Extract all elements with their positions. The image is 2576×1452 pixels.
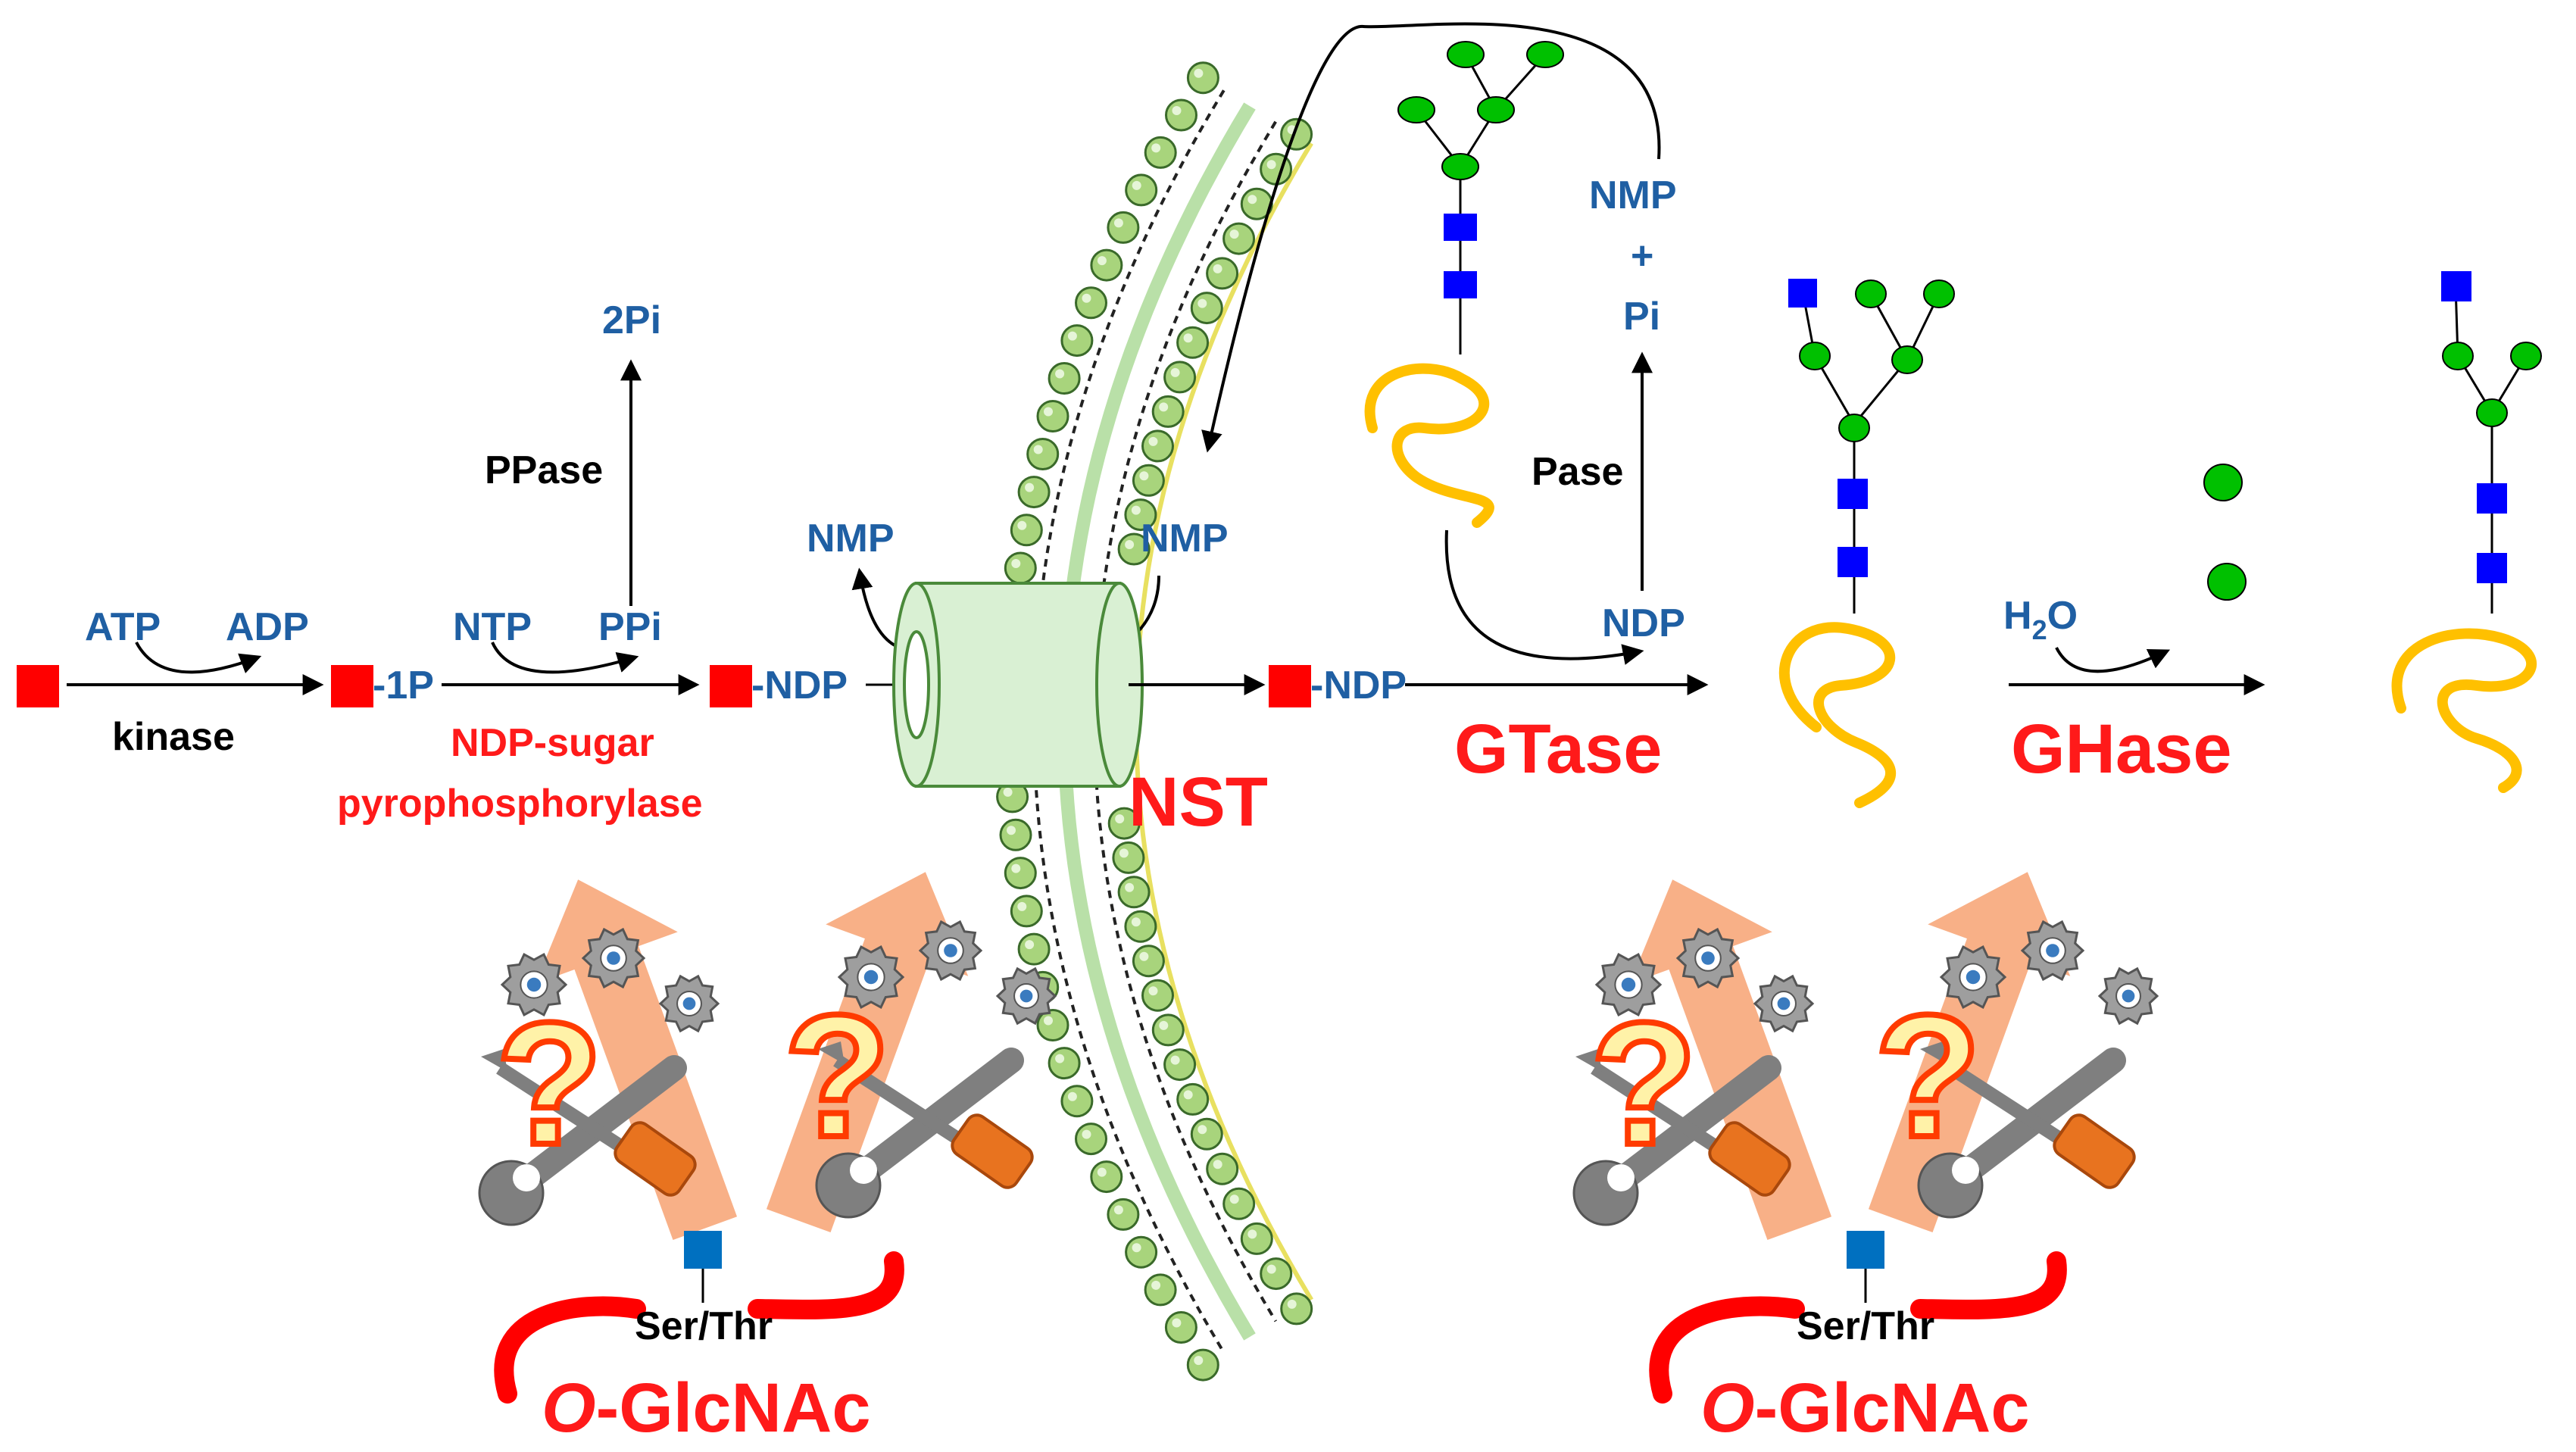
o-glcnac-right: Ser/Thr O-GlcNAc — [1649, 1231, 2067, 1447]
adp-label: ADP — [226, 605, 309, 649]
ndp-product-label: NDP — [1602, 601, 1685, 645]
h2o-curve — [2055, 647, 2171, 673]
released-mannose-1 — [2203, 464, 2243, 501]
plus-label: + — [1631, 234, 1653, 278]
golgi-membrane — [996, 61, 1313, 1382]
ppase-label: PPase — [485, 448, 603, 492]
ntp-label: NTP — [453, 605, 532, 649]
gear-icon — [1594, 953, 1663, 1016]
upward-arrow-icon — [766, 872, 969, 1233]
nmp-right-label: NMP — [1141, 517, 1229, 561]
atp-adp-curve — [135, 642, 262, 674]
one-p-label: -1P — [373, 664, 434, 707]
screwdriver-icon — [481, 1049, 697, 1197]
ndp-left-label: -NDP — [751, 664, 848, 707]
gear-icon — [837, 945, 905, 1009]
o-glcnac-left: Ser/Thr O-GlcNAc — [494, 1231, 904, 1447]
nucleotide-sugar-transporter — [892, 582, 1144, 788]
released-mannose-2 — [2207, 563, 2247, 601]
ppi-label: PPi — [598, 605, 662, 649]
glycan-trimmed — [2391, 271, 2542, 793]
upward-arrow-icon — [535, 879, 738, 1241]
question-mark-icon: ? — [784, 979, 891, 1173]
regulation-groups: ???? — [478, 872, 2159, 1241]
nmp-left-label: NMP — [807, 517, 895, 561]
gear-icon — [500, 953, 568, 1016]
ghase-label: GHase — [2011, 710, 2232, 788]
gear-icon — [918, 920, 983, 982]
ser-thr-label-right: Ser/Thr — [1797, 1304, 1934, 1348]
nst-label: NST — [1129, 763, 1268, 841]
gear-icon — [1675, 927, 1741, 989]
question-mark-icon: ? — [1875, 979, 1981, 1173]
nmp-recycle-curve — [1201, 22, 1661, 453]
gear-icon — [995, 966, 1057, 1026]
sugar-square-4 — [1269, 665, 1311, 707]
sugar-square-2 — [331, 665, 373, 707]
gear-icon — [581, 927, 646, 989]
sugar-square-3 — [710, 665, 752, 707]
o-glcnac-label-left: O-GlcNAc — [542, 1369, 871, 1447]
h2o-label: H2O — [2003, 594, 2078, 645]
acceptor-to-product-curve — [1444, 529, 1644, 665]
upward-arrow-icon — [1868, 872, 2071, 1233]
glycan-product — [1779, 279, 1955, 808]
screwdriver-icon — [1920, 1041, 2136, 1189]
gear-icon — [1939, 945, 2007, 1009]
two-pi-label: 2Pi — [602, 298, 661, 342]
ndp-right-label: -NDP — [1310, 664, 1407, 707]
gear-icon — [658, 974, 720, 1033]
gtase-label: GTase — [1454, 710, 1662, 788]
question-mark-icon: ? — [496, 986, 603, 1181]
enzyme-label-pyrophosphorylase-2: pyrophosphorylase — [337, 782, 703, 826]
question-mark-icon: ? — [1591, 986, 1697, 1181]
sugar-square-1 — [17, 665, 59, 707]
enzyme-label-pyrophosphorylase-1: NDP-sugar — [451, 721, 654, 765]
gear-icon — [2020, 920, 2085, 982]
ser-thr-label-left: Ser/Thr — [635, 1304, 773, 1348]
ntp-ppi-curve — [491, 642, 639, 674]
gear-icon — [1753, 974, 1815, 1033]
kinase-label: kinase — [112, 715, 235, 759]
screwdriver-icon — [1575, 1049, 1791, 1197]
nmp-top-label: NMP — [1589, 173, 1677, 217]
screwdriver-icon — [818, 1041, 1034, 1189]
atp-label: ATP — [85, 605, 161, 649]
upward-arrow-icon — [1629, 879, 1832, 1241]
pi-label: Pi — [1623, 295, 1660, 339]
glycan-acceptor — [1364, 41, 1564, 528]
pase-label: Pase — [1532, 450, 1623, 494]
o-glcnac-label-right: O-GlcNAc — [1700, 1369, 2030, 1447]
gear-icon — [2097, 966, 2159, 1026]
